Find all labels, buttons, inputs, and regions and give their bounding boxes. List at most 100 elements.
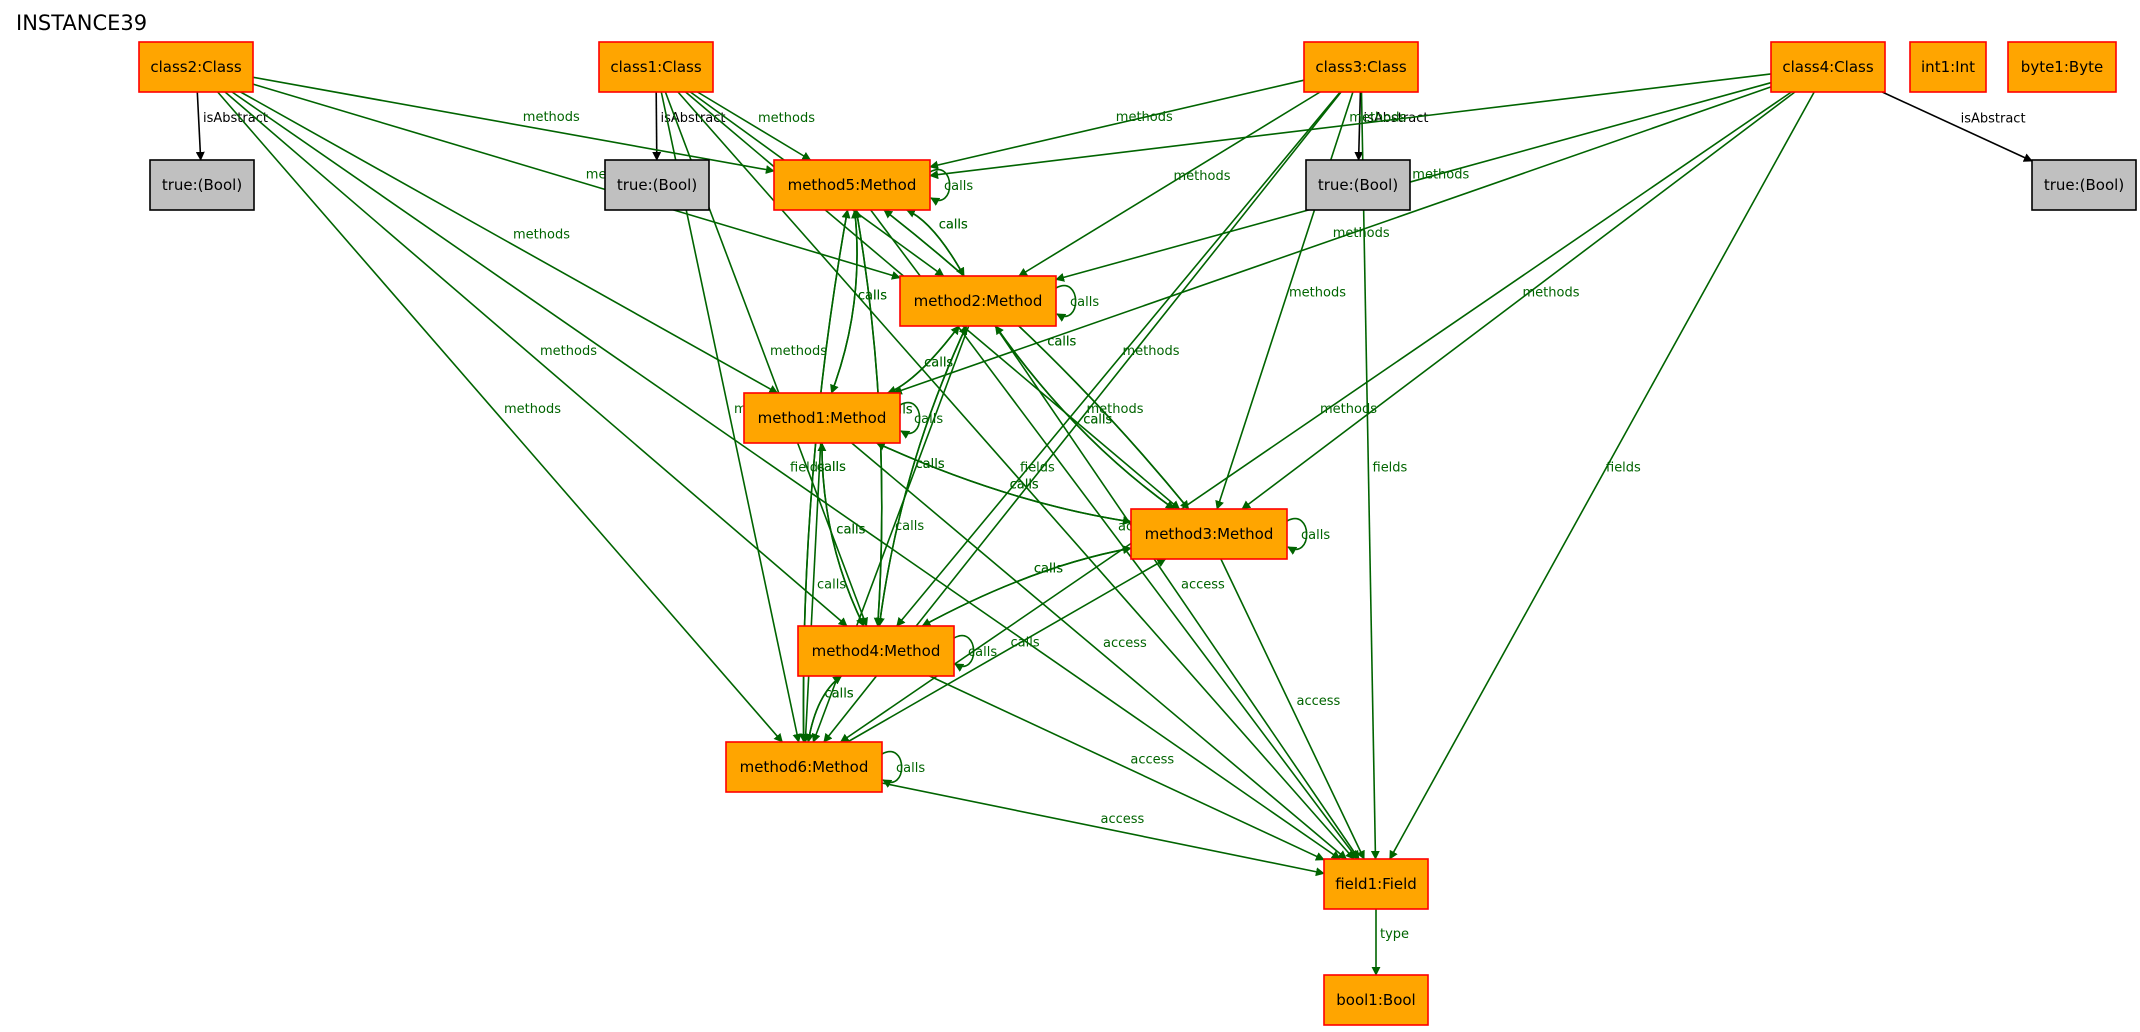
node-box xyxy=(149,159,255,211)
edge-method6-to-field1: access xyxy=(881,782,1325,877)
edge-label: methods xyxy=(1087,402,1144,417)
edge-line xyxy=(1881,91,2033,162)
edge-label: calls xyxy=(914,412,943,427)
edge-label: methods xyxy=(540,344,597,359)
node-bool_c3: true:(Bool) xyxy=(1305,159,1411,211)
node-label: class4:Class xyxy=(1782,58,1873,76)
edge-method2-to-method5: calls xyxy=(905,209,968,277)
edge-line xyxy=(801,442,822,743)
edge-line xyxy=(839,91,1792,743)
edge-label: calls xyxy=(858,288,887,303)
edge-line xyxy=(697,91,812,161)
edge-label: calls xyxy=(1083,412,1112,427)
edge-line xyxy=(1241,91,1796,510)
node-box xyxy=(1305,159,1411,211)
node-method6: method6:Method xyxy=(725,741,883,793)
edge-label: methods xyxy=(758,111,815,126)
edge-line xyxy=(807,675,843,743)
edge-class4-to-field1: fields xyxy=(1389,91,1815,860)
edge-label: calls xyxy=(836,523,865,538)
edge-label: calls xyxy=(858,288,887,303)
edge-method3-to-method5: calls xyxy=(883,209,1190,510)
edge-line xyxy=(1286,517,1308,555)
node-label: method1:Method xyxy=(758,409,887,427)
node-label: class2:Class xyxy=(150,58,241,76)
edge-method4-to-method4: calls xyxy=(953,634,997,672)
edge-method4-to-method3: calls xyxy=(921,545,1132,627)
edge-label: methods xyxy=(513,228,570,243)
node-label: true:(Bool) xyxy=(2044,176,2124,194)
node-bool_c4: true:(Bool) xyxy=(2031,159,2137,211)
edge-label: access xyxy=(1101,812,1145,827)
edge-label: methods xyxy=(770,344,827,359)
edge-line xyxy=(830,209,861,394)
edge-class3-to-bool_c3: isAbstract xyxy=(1354,91,1428,161)
edge-line xyxy=(929,675,1325,861)
edge-method1-to-method5: calls xyxy=(830,209,887,394)
edge-line xyxy=(224,91,848,627)
edge-method1-to-method3: calls xyxy=(876,442,1132,526)
edge-label: calls xyxy=(1034,562,1063,577)
edge-label: methods xyxy=(1320,402,1377,417)
edge-method4-to-method1: calls xyxy=(817,442,866,627)
edge-label: calls xyxy=(817,578,846,593)
edge-label: calls xyxy=(817,460,846,475)
node-box xyxy=(1130,508,1288,560)
node-box xyxy=(899,275,1057,327)
node-field1: field1:Field xyxy=(1323,858,1429,910)
node-label: byte1:Byte xyxy=(2021,58,2103,76)
edge-label: methods xyxy=(523,110,580,125)
edge-line xyxy=(876,442,1132,526)
edge-label: methods xyxy=(1333,226,1390,241)
node-label: bool1:Bool xyxy=(1336,991,1415,1009)
edge-method1-to-method6: calls xyxy=(801,442,846,743)
edge-line xyxy=(252,76,775,174)
edge-label: access xyxy=(1130,753,1174,768)
edge-line xyxy=(994,325,1360,860)
node-bool1: bool1:Bool xyxy=(1323,974,1429,1026)
edge-line xyxy=(929,73,1772,180)
node-box xyxy=(2007,41,2117,93)
edge-method6-to-method6: calls xyxy=(881,750,925,788)
edge-line xyxy=(811,325,970,743)
edge-label: calls xyxy=(1011,636,1040,651)
edge-label: isAbstract xyxy=(661,111,726,126)
node-class1: class1:Class xyxy=(598,41,714,93)
edge-label: calls xyxy=(968,645,997,660)
edge-label: methods xyxy=(504,402,561,417)
node-class2: class2:Class xyxy=(138,41,254,93)
edge-line xyxy=(883,209,1190,510)
edge-line xyxy=(830,209,858,394)
edge-line xyxy=(231,91,1341,860)
node-box xyxy=(725,741,883,793)
edge-label: calls xyxy=(825,687,854,702)
edge-label: calls xyxy=(1047,335,1076,350)
edge-line xyxy=(1055,284,1077,322)
node-box xyxy=(1323,858,1429,910)
node-label: true:(Bool) xyxy=(1318,176,1398,194)
edge-label: access xyxy=(1103,636,1147,651)
edge-class2-to-method1: methods xyxy=(240,91,779,394)
edge-label: methods xyxy=(1289,286,1346,301)
edge-line xyxy=(881,782,1325,877)
node-bool_c2: true:(Bool) xyxy=(149,159,255,211)
edge-line xyxy=(217,91,783,743)
edge-class4-to-method6: methods xyxy=(839,91,1792,743)
edge-method2-to-method2: calls xyxy=(1055,284,1099,322)
node-label: int1:Int xyxy=(1921,58,1975,76)
node-label: field1:Field xyxy=(1335,875,1417,893)
edge-line xyxy=(1220,558,1365,860)
node-method3: method3:Method xyxy=(1130,508,1288,560)
edge-line xyxy=(195,91,205,161)
edge-line xyxy=(887,325,960,394)
edge-method1-to-method1: calls xyxy=(899,401,943,439)
edge-line xyxy=(905,209,965,277)
edge-label: calls xyxy=(836,523,865,538)
node-box xyxy=(138,41,254,93)
edge-method3-to-method2: calls xyxy=(994,325,1175,510)
node-box xyxy=(2031,159,2137,211)
edge-method2-to-field1: access xyxy=(994,325,1360,860)
edge-label: access xyxy=(1181,578,1225,593)
edge-label: fields xyxy=(1373,461,1408,476)
